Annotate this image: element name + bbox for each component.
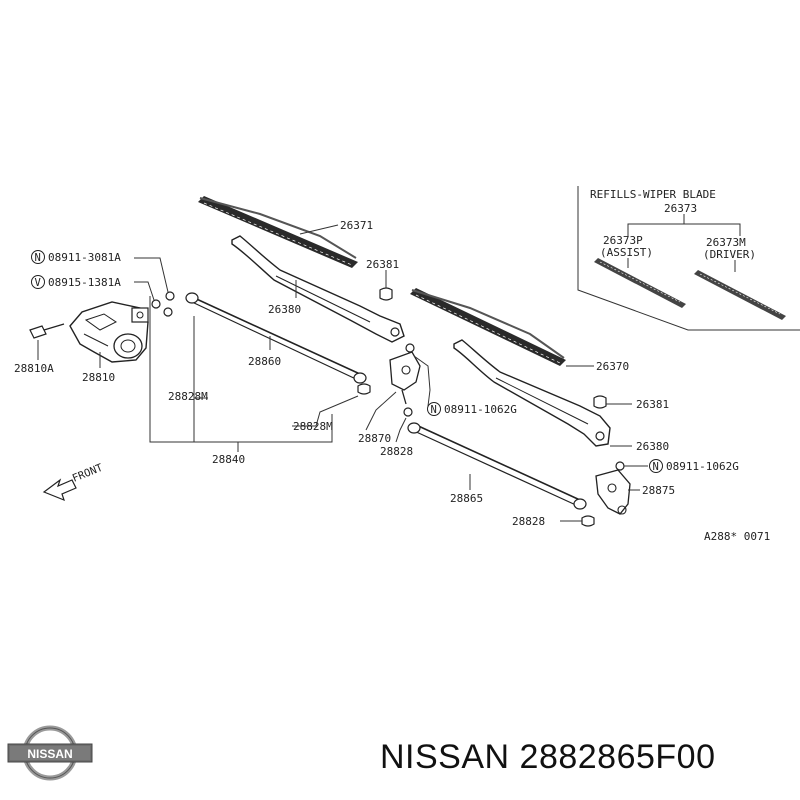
bolt-label-v: V 08915-1381A bbox=[31, 275, 121, 289]
pivot-28875 bbox=[595, 469, 631, 515]
refills-box: REFILLS-WIPER BLADE 26373 26373P (ASSIST… bbox=[577, 186, 800, 331]
nut-right-washer bbox=[615, 461, 625, 471]
refill-assist-part: 26373P bbox=[603, 234, 643, 247]
diagram-code: A288* 0071 bbox=[704, 530, 770, 543]
nut-label-center: N 08911-1062G bbox=[427, 402, 517, 416]
washer-2 bbox=[165, 291, 175, 301]
label-blade-left: 26371 bbox=[340, 219, 373, 232]
washer-1 bbox=[151, 299, 161, 309]
cap-right bbox=[593, 395, 607, 409]
label-28828m-b: 28828M bbox=[293, 420, 333, 433]
label-28810a: 28810A bbox=[14, 362, 54, 375]
svg-text:08911-1062G: 08911-1062G bbox=[444, 403, 517, 416]
label-arm-left: 26380 bbox=[268, 303, 301, 316]
label-blade-right: 26370 bbox=[596, 360, 629, 373]
refills-part: 26373 bbox=[664, 202, 697, 215]
nissan-logo-text: NISSAN bbox=[27, 747, 72, 761]
label-28828m-a: 28828M bbox=[168, 390, 208, 403]
label-frame-28840: 28840 bbox=[212, 453, 245, 466]
footer-part-title: NISSAN 2882865F00 bbox=[380, 738, 716, 777]
wiper-blade-left bbox=[198, 196, 358, 268]
label-link-28865: 28865 bbox=[450, 492, 483, 505]
svg-text:V: V bbox=[35, 277, 42, 289]
svg-text:N: N bbox=[431, 404, 437, 416]
svg-text:N: N bbox=[653, 461, 659, 473]
cap-left bbox=[379, 287, 393, 301]
label-cap-right: 26381 bbox=[636, 398, 669, 411]
pivot-28870 bbox=[389, 343, 421, 417]
refill-assist-label: (ASSIST) bbox=[600, 246, 653, 259]
nissan-logo: NISSAN bbox=[7, 725, 93, 781]
refills-title: REFILLS-WIPER BLADE bbox=[590, 188, 716, 201]
svg-text:08915-1381A: 08915-1381A bbox=[48, 276, 121, 289]
link-rod-28860 bbox=[185, 292, 367, 384]
bushing-28828m bbox=[357, 383, 371, 395]
refill-driver-label: (DRIVER) bbox=[703, 248, 756, 261]
bolt-label-n: N 08911-3081A bbox=[31, 250, 121, 264]
front-arrow-icon bbox=[42, 478, 77, 502]
refill-driver-strip bbox=[694, 270, 786, 320]
refill-assist-strip bbox=[594, 258, 686, 308]
label-pivot-28875: 28875 bbox=[642, 484, 675, 497]
label-motor: 28810 bbox=[82, 371, 115, 384]
wiper-motor bbox=[69, 301, 149, 363]
wiper-arm-left bbox=[231, 235, 405, 343]
label-arm-right: 26380 bbox=[636, 440, 669, 453]
wiper-arm-right bbox=[453, 339, 611, 447]
link-rod-28865 bbox=[407, 422, 587, 510]
label-front: FRONT bbox=[71, 462, 105, 485]
label-pivot-28870: 28870 bbox=[358, 432, 391, 445]
bushing-28828-lower bbox=[581, 515, 595, 527]
svg-text:08911-1062G: 08911-1062G bbox=[666, 460, 739, 473]
label-28828-a: 28828 bbox=[380, 445, 413, 458]
label-cap-left: 26381 bbox=[366, 258, 399, 271]
footer-part-number: 2882865F00 bbox=[519, 738, 716, 776]
svg-text:N: N bbox=[35, 252, 41, 264]
washer-3 bbox=[163, 307, 173, 317]
label-28828-b: 28828 bbox=[512, 515, 545, 528]
svg-text:08911-3081A: 08911-3081A bbox=[48, 251, 121, 264]
footer-brand: NISSAN bbox=[380, 738, 510, 776]
bolt-28810a bbox=[29, 323, 65, 339]
wiper-blade-right bbox=[410, 288, 566, 366]
label-link-28860: 28860 bbox=[248, 355, 281, 368]
nut-label-right: N 08911-1062G bbox=[649, 459, 739, 473]
refill-driver-part: 26373M bbox=[706, 236, 746, 249]
